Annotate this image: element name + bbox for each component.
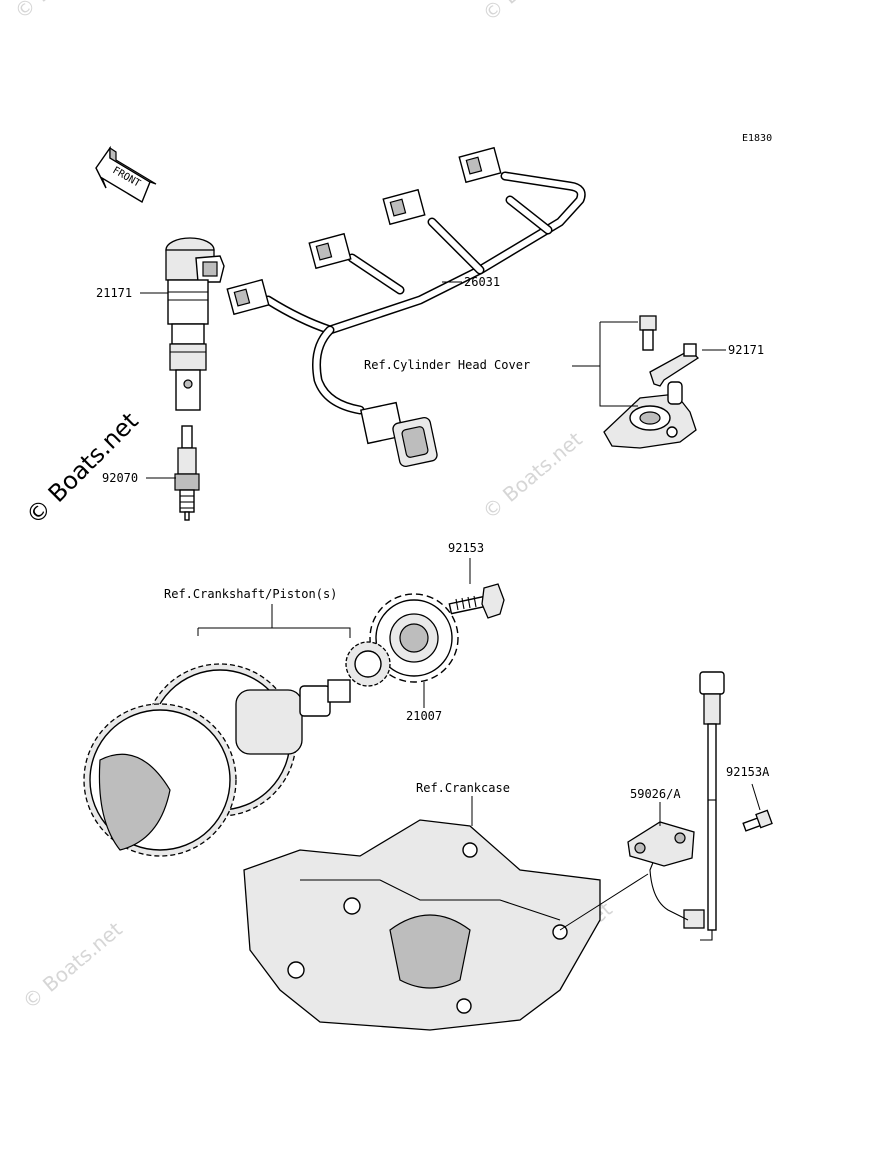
timing-rotor	[369, 593, 459, 683]
crankcase	[243, 819, 601, 1031]
wiring-harness	[226, 146, 586, 468]
connector-3	[382, 188, 426, 226]
clamp-92171	[649, 343, 700, 387]
head-cover-bracket	[603, 381, 697, 449]
spark-plug	[174, 425, 200, 521]
label-92070: 92070	[102, 471, 138, 485]
label-26031: 26031	[464, 275, 500, 289]
label-59026a: 59026/A	[630, 787, 681, 801]
connector-2	[308, 232, 352, 270]
pickup-coil	[627, 671, 725, 941]
connector-1	[226, 278, 270, 316]
watermark-top-center: © Boats.net	[478, 0, 587, 26]
watermark-prominent: © Boats.net	[20, 407, 143, 530]
front-arrow-icon: FRONT	[95, 145, 157, 204]
label-92171: 92171	[728, 343, 764, 357]
clamp-bolt	[639, 315, 657, 351]
label-21007: 21007	[406, 709, 442, 723]
label-92153: 92153	[448, 541, 484, 555]
connector-4	[458, 146, 502, 184]
ignition-coil	[165, 237, 225, 411]
watermark-middle: © Boats.net	[478, 427, 587, 524]
ref-crankcase: Ref.Crankcase	[416, 781, 510, 795]
crankshaft	[83, 641, 391, 857]
label-21171: 21171	[96, 286, 132, 300]
ref-crankshaft-piston: Ref.Crankshaft/Piston(s)	[164, 587, 337, 601]
ref-cylinder-head-cover: Ref.Cylinder Head Cover	[364, 358, 530, 372]
pickup-bolt	[742, 809, 773, 832]
diagram-code: E1830	[742, 133, 772, 144]
bolt-92153	[448, 583, 505, 619]
main-connector	[360, 401, 438, 468]
label-92153a: 92153A	[726, 765, 770, 779]
watermark-bottom-left: © Boats.net	[18, 917, 127, 1014]
watermark-top-left: © Boats.net	[10, 0, 119, 24]
